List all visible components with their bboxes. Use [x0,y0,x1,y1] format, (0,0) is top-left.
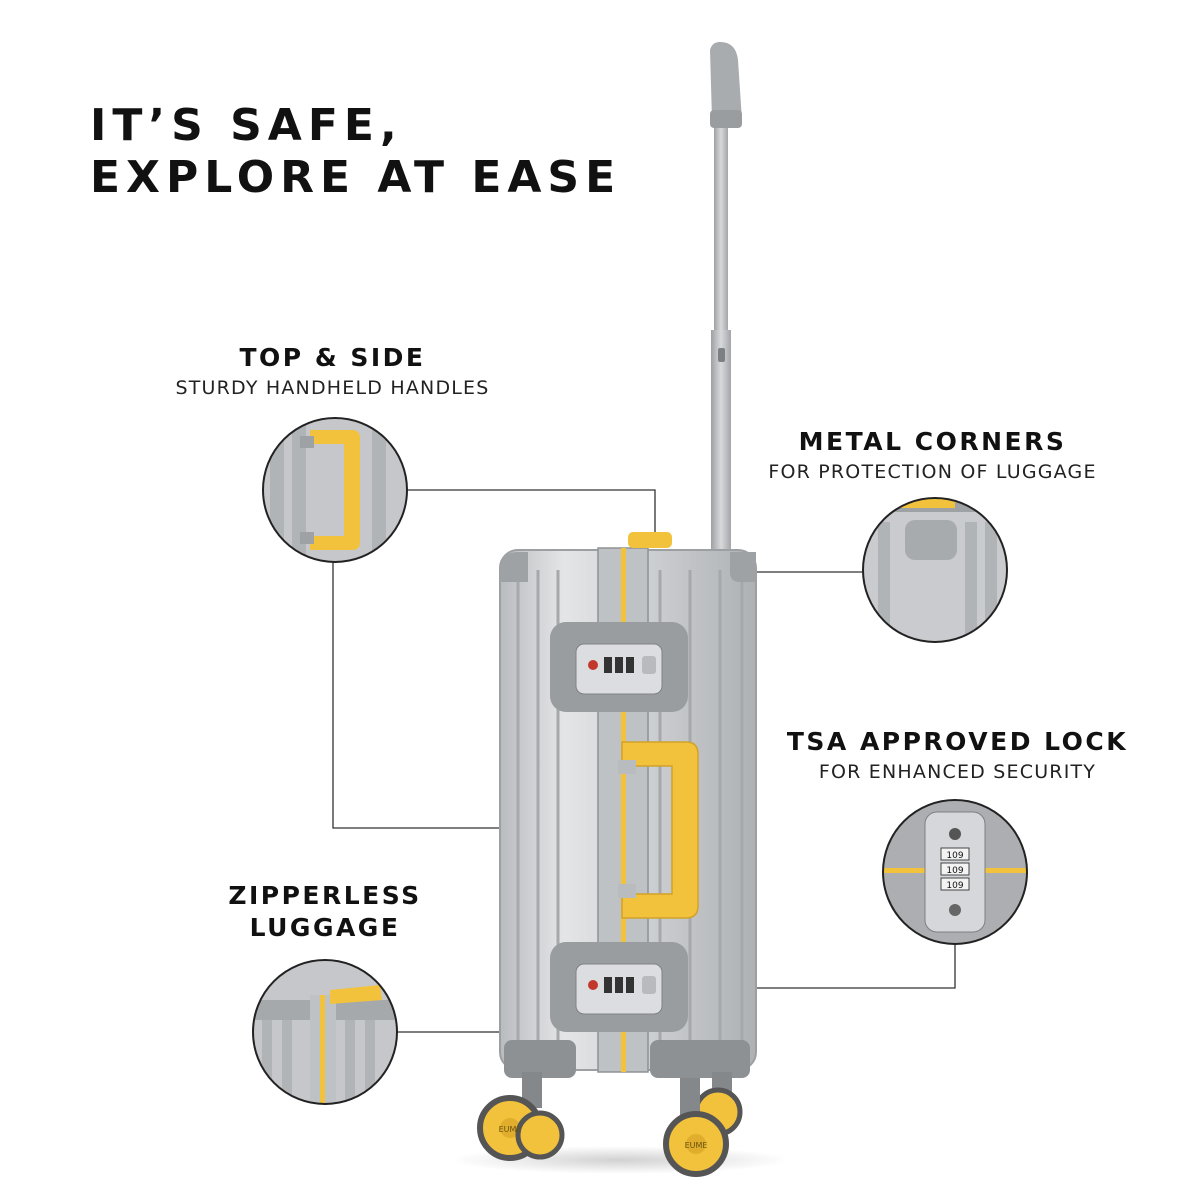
zipperless-seam [621,548,626,1072]
feature-corners-subtitle: FOR PROTECTION OF LUGGAGE [768,461,1097,483]
lower-tsa-lock [550,942,688,1032]
feature-corners: METAL CORNERS FOR PROTECTION OF LUGGAGE [735,426,1130,486]
feature-handles-title: TOP & SIDE [239,343,426,372]
wheel-brand-mark-right: EUME [685,1141,708,1150]
feature-zipperless-title-line-2: LUGGAGE [249,913,401,942]
lock-digit-3: 109 [946,881,963,891]
inset-metal-corners [862,497,1008,643]
headline: IT’S SAFE, EXPLORE AT EASE [90,100,621,204]
metal-corner-top-left [500,552,528,582]
feature-lock: TSA APPROVED LOCK FOR ENHANCED SECURITY [760,726,1155,786]
inset-tsa-lock: 109 109 109 [882,799,1028,945]
upper-tsa-lock [550,622,688,712]
lock-digit-1: 109 [946,851,963,861]
bottom-bumper-right [650,1040,750,1078]
suitcase [499,532,757,1078]
handle-grip [710,42,742,120]
lock-digit-2: 109 [946,866,963,876]
wheel-front-left [515,1110,565,1160]
feature-zipperless: ZIPPERLESS LUGGAGE [195,880,455,944]
feature-handles-subtitle: STURDY HANDHELD HANDLES [175,377,490,399]
connector-handles-top [407,489,656,540]
wheel-front-right [663,1078,729,1177]
top-handle [628,532,672,548]
headline-line-1: IT’S SAFE, [90,100,403,151]
inset-handles [262,417,408,563]
headline-line-2: EXPLORE AT EASE [90,152,622,203]
handle-pole-lower [711,330,731,560]
wheels [477,1072,743,1177]
bottom-bumper-left [504,1040,576,1078]
metal-corner-top-right [730,552,756,582]
feature-corners-title: METAL CORNERS [798,427,1067,456]
inset-zipperless [252,959,398,1105]
side-handle [618,741,699,919]
telescopic-handle [710,42,742,560]
feature-handles: TOP & SIDE STURDY HANDHELD HANDLES [150,342,515,402]
feature-lock-title: TSA APPROVED LOCK [786,727,1129,756]
wheel-brand-mark-left: EUME [499,1125,522,1134]
feature-lock-subtitle: FOR ENHANCED SECURITY [818,761,1097,783]
feature-zipperless-title: ZIPPERLESS [228,881,422,910]
